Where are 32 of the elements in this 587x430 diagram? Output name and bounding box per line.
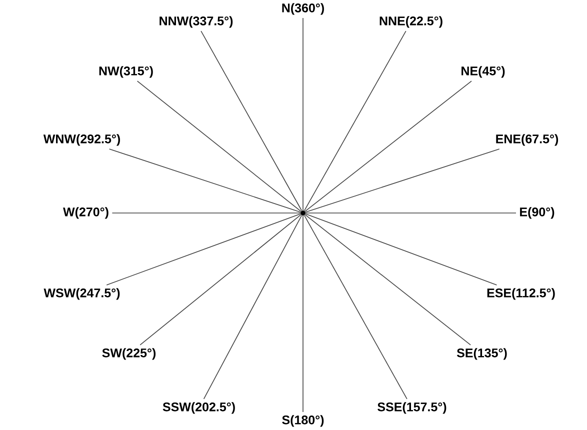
- direction-label: NNE(22.5°): [380, 16, 442, 28]
- direction-label: SSE(157.5°): [378, 402, 446, 414]
- direction-label: WNW(292.5°): [43, 134, 120, 146]
- direction-label: S(180°): [282, 415, 324, 427]
- line: [302, 215, 304, 412]
- line: [200, 30, 302, 212]
- line: [112, 212, 301, 214]
- line: [106, 214, 301, 286]
- direction-label: E(90°): [520, 207, 554, 219]
- line: [108, 148, 301, 213]
- line: [304, 214, 408, 400]
- line: [136, 80, 302, 212]
- direction-label: NE(45°): [462, 66, 505, 78]
- line: [305, 214, 498, 286]
- direction-label: NNW(337.5°): [160, 16, 233, 28]
- line: [304, 214, 471, 346]
- line: [304, 80, 472, 212]
- direction-label: W(270°): [63, 207, 108, 219]
- line: [203, 214, 302, 400]
- line: [305, 212, 516, 214]
- direction-label: ENE(67.5°): [496, 134, 558, 146]
- direction-label: SW(225°): [102, 348, 156, 360]
- line: [302, 18, 304, 211]
- direction-label: SE(135°): [456, 348, 507, 360]
- direction-label: WSW(247.5°): [44, 288, 120, 300]
- direction-label: N(360°): [282, 3, 324, 15]
- direction-label: SSW(202.5°): [162, 402, 235, 414]
- line: [140, 214, 302, 346]
- line: [305, 148, 500, 213]
- direction-label: NW(315°): [99, 66, 153, 78]
- line: [304, 30, 406, 212]
- direction-label: ESE(112.5°): [487, 288, 555, 300]
